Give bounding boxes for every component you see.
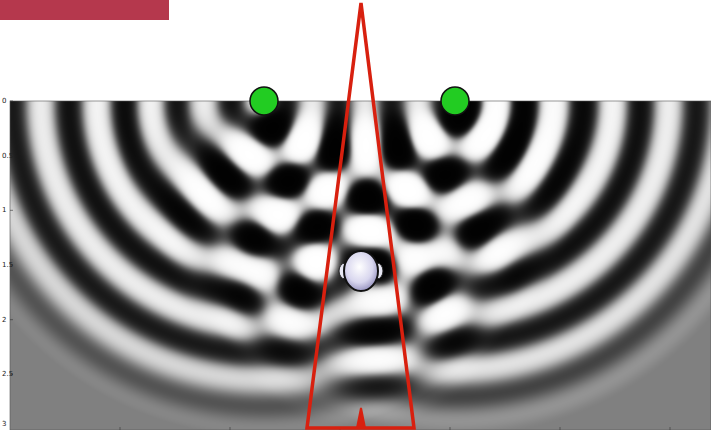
header-bar [0, 0, 169, 20]
axis-ticks [10, 101, 670, 430]
axis-tick-label: 1 [2, 206, 6, 214]
axis-tick-label: 0.5 [2, 152, 13, 160]
axis-tick-label: 2 [2, 316, 6, 324]
axis-tick-label: 0 [2, 97, 6, 105]
source-marker [250, 87, 278, 115]
wavefield-image [10, 101, 711, 430]
source-marker [441, 87, 469, 115]
axis-tick-label: 3 [2, 420, 6, 428]
axis-tick-label: 1.5 [2, 261, 13, 269]
axis-tick-label: 2.5 [2, 370, 13, 378]
beam-triangle [307, 3, 414, 428]
plot-frame [10, 101, 711, 430]
scatterer-ellipsoid [339, 251, 383, 291]
